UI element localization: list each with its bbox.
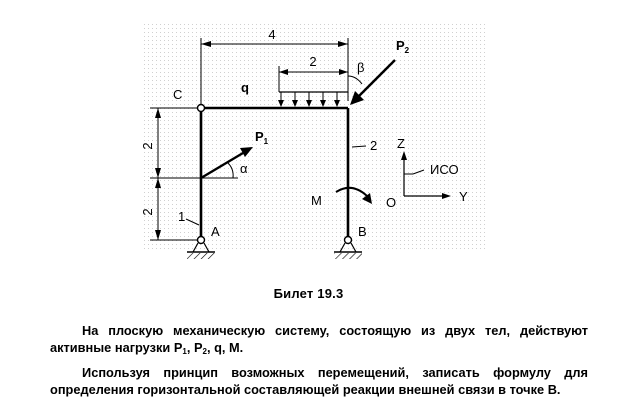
inertial-frame: Z Y O ИСО	[386, 136, 468, 210]
frame	[199, 106, 350, 240]
point-b-label: B	[358, 224, 367, 239]
support-a: A	[187, 224, 220, 259]
ticket-title: Билет 19.3	[273, 286, 344, 301]
dimension-left-upper-label: 2	[140, 142, 155, 149]
dimension-load-label: 2	[309, 54, 316, 69]
point-a-label: A	[211, 224, 220, 239]
dimension-top-label: 4	[268, 27, 275, 42]
axis-z-label: Z	[397, 136, 405, 151]
angle-alpha-label: α	[240, 161, 248, 176]
hinge-c	[196, 103, 206, 113]
support-b: B	[334, 224, 367, 259]
task-statement: Используя принцип возможных перемещений,…	[50, 364, 588, 398]
moment-m-label: M	[311, 193, 322, 208]
axis-origin-label: O	[386, 195, 396, 210]
force-p1: α P1	[200, 129, 269, 180]
body-1-label: 1	[178, 209, 185, 224]
mechanical-system-diagram: 4 2 2 2 q	[140, 22, 488, 259]
point-c-label: C	[173, 87, 182, 102]
statement-text: На плоскую механическую систему, состоящ…	[50, 323, 588, 355]
distributed-load-q: q	[241, 80, 348, 107]
frame-iso-label: ИСО	[430, 162, 459, 177]
dimension-load-length: 2	[278, 54, 348, 92]
dimension-left-lower-label: 2	[140, 208, 155, 215]
force-p1-label: P1	[255, 129, 269, 146]
angle-beta-label: β	[357, 60, 364, 75]
moment-m: M	[311, 186, 372, 208]
force-p2: β P2	[347, 38, 410, 105]
dimension-left: 2 2	[140, 107, 201, 241]
body-2-label: 2	[370, 138, 377, 153]
task-text: Используя принцип возможных перемещений,…	[50, 365, 588, 397]
problem-statement: На плоскую механическую систему, состоящ…	[50, 323, 588, 356]
load-q-label: q	[241, 80, 249, 95]
axis-y-label: Y	[459, 189, 468, 204]
force-p2-label: P2	[396, 38, 410, 55]
